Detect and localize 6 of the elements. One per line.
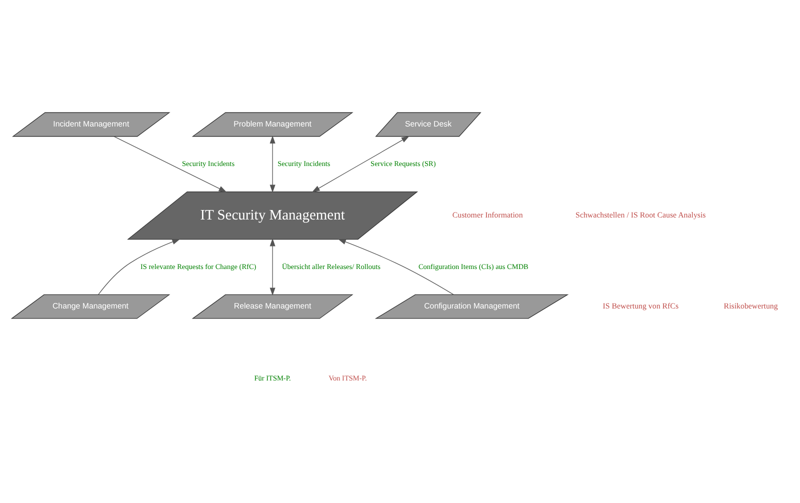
- arrow: [312, 136, 410, 192]
- arrow: [270, 238, 276, 296]
- arrow: [98, 238, 180, 295]
- arrow: [338, 238, 454, 295]
- arrow: [114, 136, 227, 192]
- arrow: [270, 136, 276, 193]
